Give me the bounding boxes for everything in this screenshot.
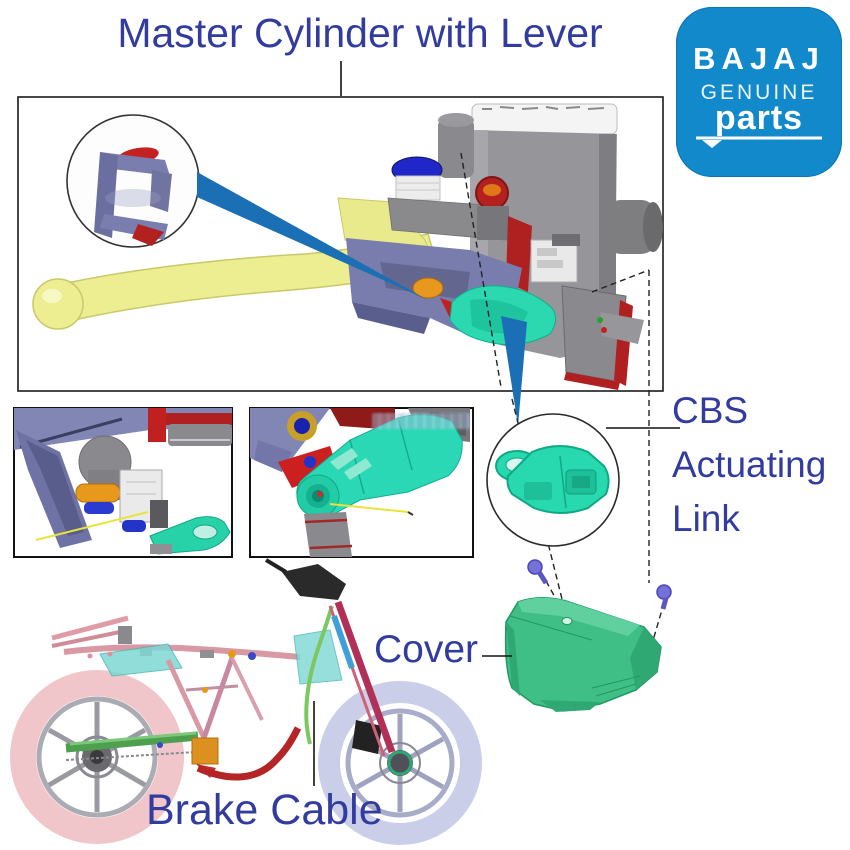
logo-underline-arrow-icon xyxy=(696,136,822,148)
page-title: Master Cylinder with Lever xyxy=(117,10,603,56)
logo-genuine-text: GENUINE xyxy=(700,81,818,104)
cbs-label-line-1: CBS xyxy=(672,390,749,431)
cover-label: Cover xyxy=(374,628,479,671)
logo-parts-text: parts xyxy=(714,99,804,137)
cover-bolt-right xyxy=(656,584,672,610)
cover-bolt-left xyxy=(527,559,549,585)
pointer-wedge-to-lever xyxy=(197,172,428,300)
watermark xyxy=(372,413,470,429)
brake-cable-label: Brake Cable xyxy=(146,786,383,834)
cbs-label-line-3: Link xyxy=(672,498,740,539)
brake-cable-run xyxy=(304,605,334,745)
logo-brand-text: BAJAJ xyxy=(693,41,825,76)
callout-lines xyxy=(313,61,680,786)
pointer-wedge-to-link xyxy=(501,316,527,426)
motorcycle-frame-illustration xyxy=(10,558,482,845)
cbs-label-line-2: Actuating xyxy=(672,444,827,485)
lever-pivot-detail-illustration xyxy=(14,408,232,555)
bajaj-genuine-parts-logo: BAJAJ GENUINE parts xyxy=(676,7,842,177)
lever-clip-illustration xyxy=(94,147,172,246)
master-cylinder-assembly-illustration xyxy=(32,103,663,390)
cover-part-illustration xyxy=(504,559,672,712)
cbs-link-part-illustration xyxy=(495,445,610,514)
cbs-actuating-link-label: CBS Actuating Link xyxy=(672,384,826,546)
